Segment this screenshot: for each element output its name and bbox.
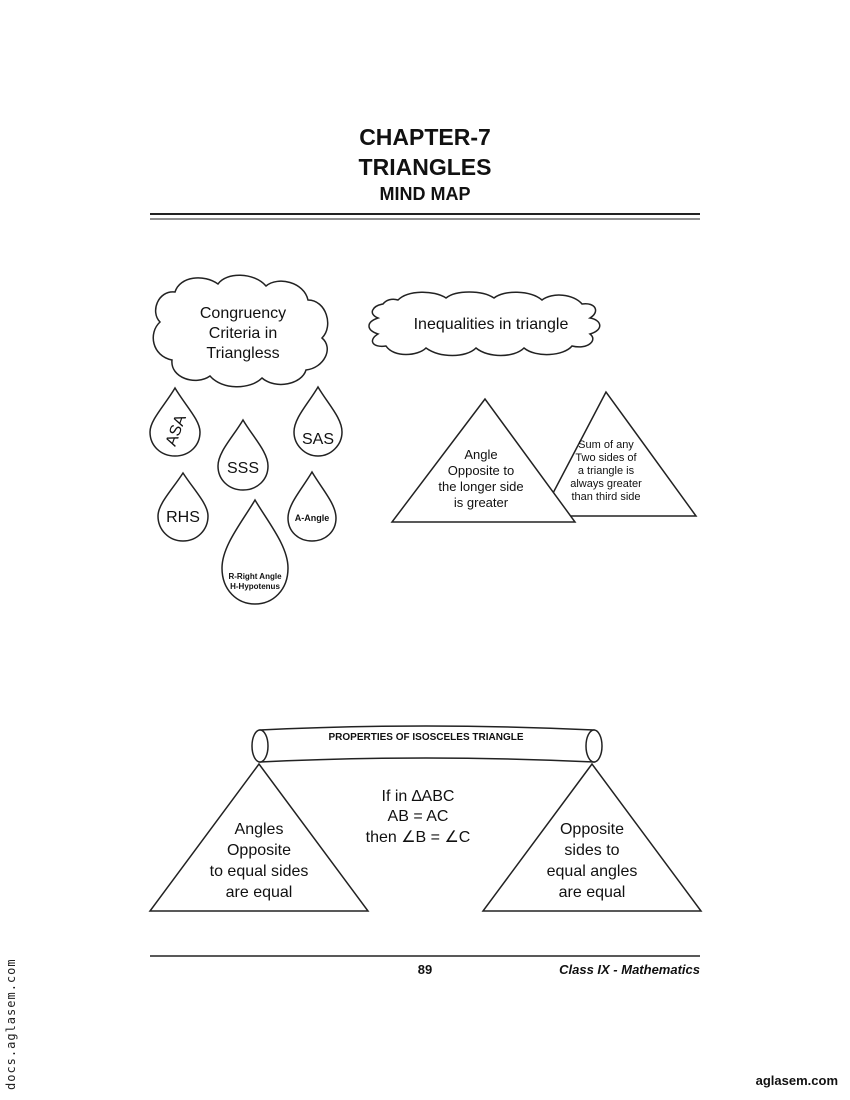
drop-rh-line-1: R-Right Angle <box>228 572 282 581</box>
drop-right-angle-hypotenus: R-Right Angle H-Hypotenus <box>221 498 289 605</box>
side-watermark: docs.aglasem.com <box>4 958 18 1090</box>
congruency-cloud-line-2: Criteria in <box>209 325 277 342</box>
triangle-sum-line-3: a triangle is <box>578 465 635 477</box>
drop-rh-line-2: H-Hypotenus <box>230 582 280 591</box>
triangle-sum-line-1: Sum of any <box>578 439 634 451</box>
triangle-angle-line-2: Opposite to <box>448 463 515 478</box>
isosceles-banner-scroll <box>251 725 603 763</box>
inequality-triangle-angle <box>390 397 577 523</box>
triangle-angle-line-3: the longer side <box>438 479 523 494</box>
isosceles-banner-label: PROPERTIES OF ISOSCELES TRIANGLE <box>328 732 523 743</box>
chapter-heading: CHAPTER-7 <box>359 124 491 150</box>
isosceles-right-line-1: Opposite <box>560 821 624 838</box>
inequalities-cloud <box>368 291 601 357</box>
isosceles-right-line-2: sides to <box>564 842 619 859</box>
inequalities-cloud-label: Inequalities in triangle <box>414 316 569 333</box>
mind-map-subtitle: MIND MAP <box>379 184 471 204</box>
isosceles-center-line-3: then ∠B = ∠C <box>366 829 471 846</box>
drop-a-angle: A-Angle <box>287 470 337 542</box>
isosceles-center-line-2: AB = AC <box>388 808 449 825</box>
triangle-sum-line-2: Two sides of <box>575 452 637 464</box>
page-number: 89 <box>417 962 433 977</box>
inequality-triangle-sum <box>539 390 698 517</box>
drop-sss-label: SSS <box>227 460 259 477</box>
header-double-rule <box>150 213 700 220</box>
isosceles-left-line-4: are equal <box>226 884 293 901</box>
drop-a-angle-label: A-Angle <box>295 513 330 523</box>
brand-link[interactable]: aglasem.com <box>755 1073 838 1088</box>
class-label: Class IX - Mathematics <box>559 962 700 977</box>
drop-asa: ASA <box>149 386 201 457</box>
isosceles-left-triangle <box>148 762 370 912</box>
congruency-cloud <box>152 274 329 388</box>
isosceles-left-line-2: Opposite <box>227 842 291 859</box>
drop-rhs: RHS <box>157 471 209 542</box>
drop-sas-label: SAS <box>302 431 334 448</box>
topic-heading: TRIANGLES <box>358 154 492 180</box>
drop-sas: SAS <box>293 385 343 457</box>
title-block: CHAPTER-7 TRIANGLES MIND MAP <box>0 122 850 206</box>
congruency-cloud-line-3: Triangless <box>206 345 279 362</box>
isosceles-left-line-1: Angles <box>235 821 284 838</box>
isosceles-right-line-4: are equal <box>559 884 626 901</box>
triangle-angle-line-1: Angle <box>464 447 497 462</box>
isosceles-right-line-3: equal angles <box>547 863 638 880</box>
triangle-sum-line-4: always greater <box>570 478 642 490</box>
congruency-cloud-line-1: Congruency <box>200 305 286 322</box>
isosceles-center-line-1: If in ∆ABC <box>382 788 455 805</box>
drop-rhs-label: RHS <box>166 509 200 526</box>
triangle-sum-line-5: than third side <box>571 491 640 503</box>
isosceles-right-triangle <box>481 762 703 912</box>
triangle-angle-line-4: is greater <box>454 495 509 510</box>
isosceles-left-line-3: to equal sides <box>210 863 309 880</box>
drop-sss: SSS <box>217 418 269 491</box>
